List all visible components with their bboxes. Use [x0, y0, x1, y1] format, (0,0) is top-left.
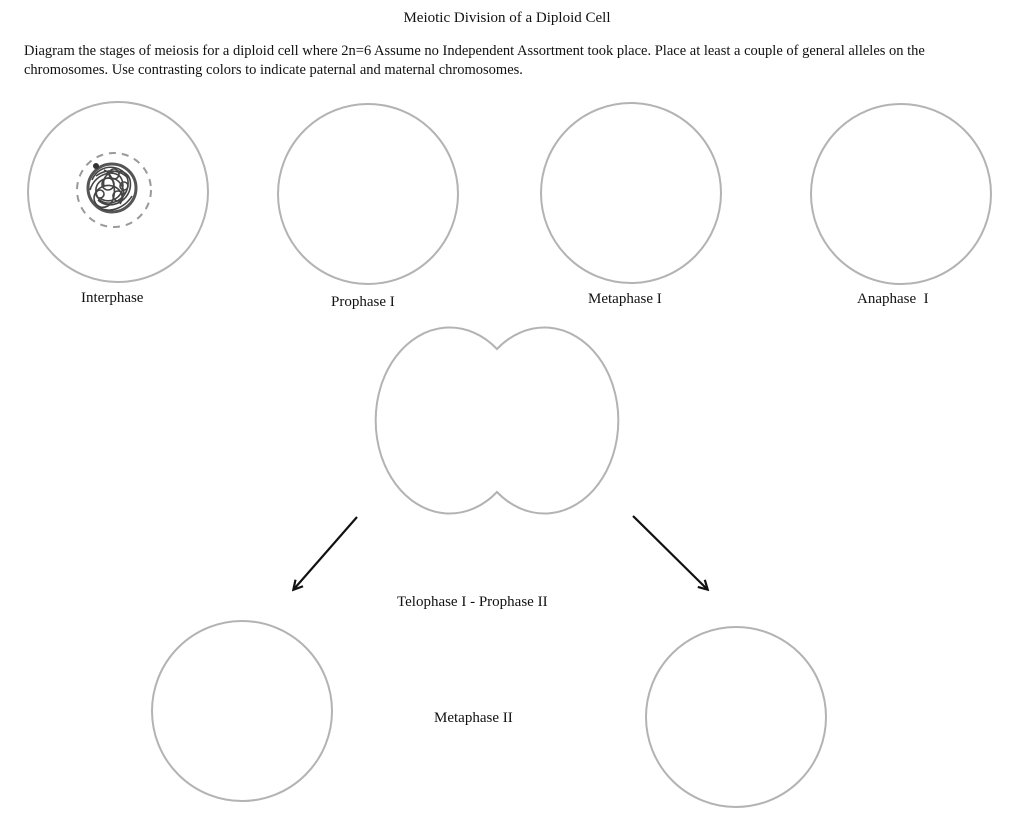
label-prophase1: Prophase I	[331, 294, 395, 311]
metaphase1-cell	[541, 103, 721, 283]
chromatin	[88, 164, 136, 212]
arrow-left	[294, 517, 357, 589]
metaphase2-cell-left	[152, 621, 332, 801]
metaphase2-cell-right	[646, 627, 826, 807]
label-interphase: Interphase	[81, 290, 143, 307]
label-telophase1-prophase2: Telophase I - Prophase II	[397, 594, 548, 611]
label-metaphase2: Metaphase II	[434, 710, 513, 727]
anaphase1-cell	[811, 104, 991, 284]
telophase1-dividing-cell	[376, 328, 619, 514]
arrow-right	[633, 516, 707, 589]
interphase-cell	[28, 102, 208, 282]
label-metaphase1: Metaphase I	[588, 291, 662, 308]
label-anaphase1: Anaphase I	[857, 291, 929, 308]
prophase1-cell	[278, 104, 458, 284]
